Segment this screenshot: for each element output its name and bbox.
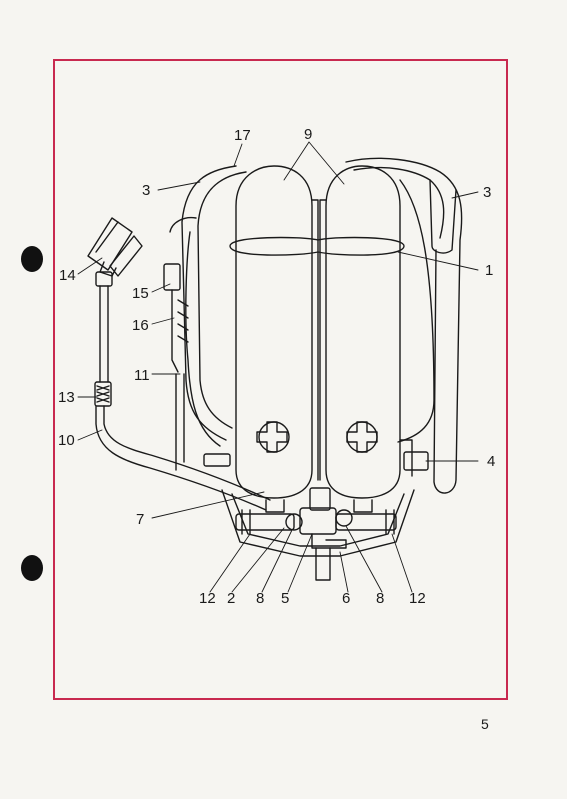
callout-4: 4 [487,453,496,470]
callout-12-left: 12 [199,590,216,607]
punch-hole-top [21,246,43,272]
callout-13: 13 [58,389,75,406]
callout-14: 14 [59,267,76,284]
lower-frame [221,489,415,557]
right-cylinder [325,165,401,513]
leader-lines [77,141,479,593]
callout-2: 2 [227,590,236,607]
callout-12-right: 12 [409,590,426,607]
page-number: 5 [481,716,489,732]
valve-manifold [235,487,397,581]
supply-hose [94,271,271,511]
callout-7: 7 [136,511,145,528]
callout-6: 6 [342,590,351,607]
callout-17: 17 [234,127,251,144]
callout-9: 9 [304,126,313,143]
callout-8-right: 8 [376,590,385,607]
callout-5: 5 [281,590,290,607]
callout-15: 15 [132,285,149,302]
waist-buckle [399,439,429,477]
right-shoulder-strap [345,157,463,494]
left-shoulder-strap [181,165,247,441]
cylinder-band [229,236,405,256]
punch-hole-bottom [21,555,43,581]
callout-11: 11 [134,367,150,384]
callout-3-right: 3 [483,184,492,201]
left-cylinder [235,165,313,513]
callout-3-left: 3 [142,182,151,199]
callout-10: 10 [58,432,75,449]
hose-coupling [94,381,112,407]
gauge-hose [163,216,231,471]
callout-1: 1 [485,262,494,279]
callout-16: 16 [132,317,149,334]
lung-demand-valve [87,217,143,277]
page-frame [53,59,508,700]
backplate-spine [311,199,327,481]
callout-8-left: 8 [256,590,265,607]
pressure-gauge [163,263,181,291]
